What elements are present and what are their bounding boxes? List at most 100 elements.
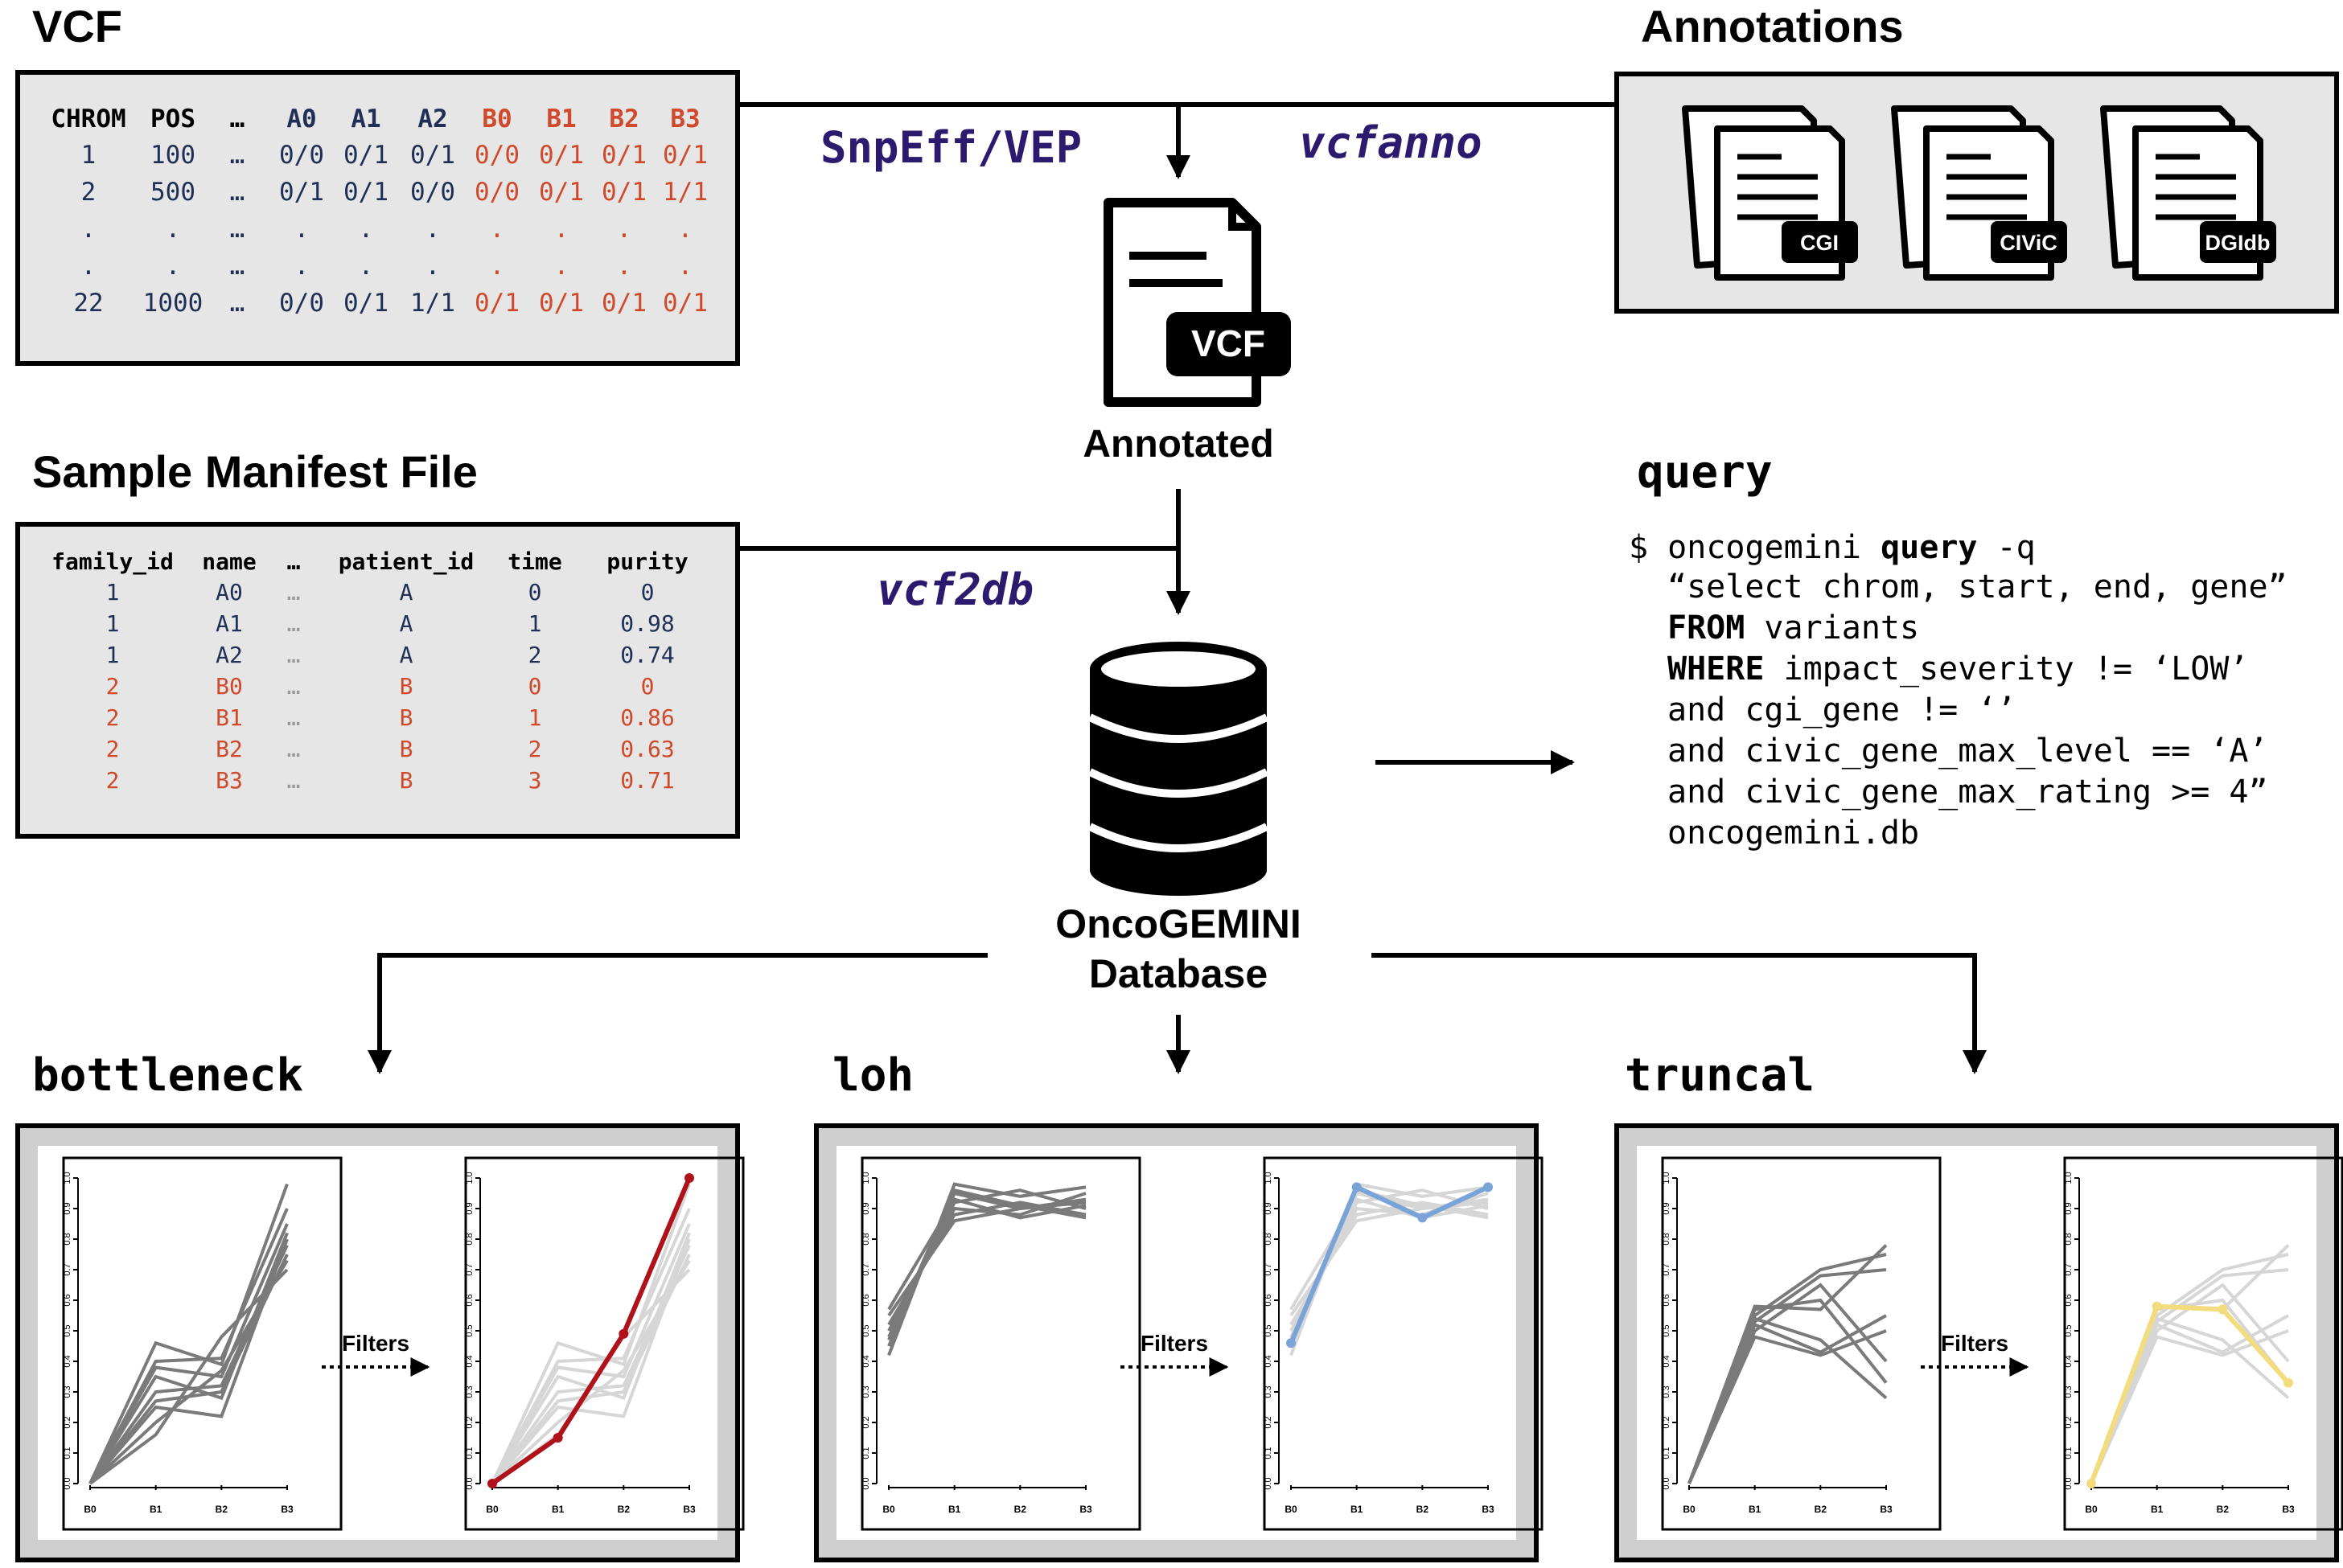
filtered-point [2152,1301,2162,1311]
y-tick-label: 0.1 [63,1447,72,1459]
x-tick-label: B3 [1482,1504,1494,1515]
manifest-cell: A1 [216,610,243,637]
manifest-cell: … [287,579,301,605]
y-tick-label: 0.9 [1264,1202,1273,1214]
bottleneck-panel-border [20,1128,735,1558]
y-tick-label: 0.7 [2064,1263,2074,1275]
y-tick-label: 0.7 [861,1263,871,1275]
vcf-cell: . [617,252,632,281]
vcf-cell: … [230,252,245,281]
database-label-line2: Database [1089,951,1268,996]
manifest-cell: … [287,704,301,731]
vcf-cell: 0/1 [602,289,647,318]
manifest-cell: 0 [641,673,655,700]
vcf-cell: 0/1 [663,289,708,318]
vcf-cell: . [554,215,569,244]
vcf-heading: VCF [32,1,122,51]
manifest-cell: 0 [641,579,655,605]
filtered-point [1417,1213,1428,1223]
x-tick-label: B2 [1416,1504,1429,1515]
filtered-point [487,1479,497,1488]
y-tick-label: 0.2 [1264,1416,1273,1428]
y-tick-label: 0.3 [1264,1385,1273,1398]
vcf-cell: … [230,141,245,170]
query-code-block: $ oncogemini query -q“select chrom, star… [1629,529,2288,852]
y-tick-label: 0.6 [63,1294,72,1306]
vcf-header-cell: POS [150,105,195,133]
filtered-point [2086,1479,2096,1488]
manifest-cell: B0 [216,673,243,700]
x-tick-label: B1 [150,1504,162,1515]
manifest-header-cell: … [287,548,301,575]
filtered-point [2283,1377,2293,1388]
vcf-header-cell: B3 [670,105,700,133]
manifest-cell: 2 [106,673,120,700]
annotation-doc-dgidb: DGIdb [2100,105,2276,281]
y-tick-label: 0.4 [465,1355,475,1367]
y-tick-label: 0.1 [1264,1447,1273,1459]
x-tick-label: B0 [486,1504,499,1515]
vcf-cell: 0/1 [539,289,584,318]
manifest-cell: B [400,673,413,700]
manifest-cell: A0 [216,579,243,605]
manifest-cell: 1 [106,610,120,637]
y-tick-label: 0.1 [2064,1447,2074,1459]
y-tick-label: 0.8 [861,1233,871,1245]
manifest-cell: 2 [106,736,120,762]
vcf-cell: . [678,215,693,244]
vcf-header-cell: A1 [351,105,380,133]
x-tick-label: B3 [1880,1504,1893,1515]
vcf-header-cell: B0 [482,105,512,133]
vcf-header-cell: A0 [286,105,316,133]
manifest-cell: 2 [106,767,120,794]
x-tick-label: B2 [216,1504,228,1515]
y-tick-label: 0.6 [1662,1294,1671,1306]
x-tick-label: B0 [1285,1504,1297,1515]
chart-frame [861,1156,1141,1531]
vcf-cell: … [230,178,245,207]
series-line [88,1259,289,1485]
y-tick-label: 0.3 [2064,1385,2074,1398]
truncal-arrow [1371,953,1987,1074]
manifest-cell: … [287,610,301,637]
manifest-cell: 0.63 [620,736,674,762]
query-line: FROM variants [1667,610,1919,646]
y-tick-label: 0.8 [1662,1233,1671,1245]
y-tick-label: 0.2 [63,1416,72,1428]
vcf2db-label: vcf2db [877,564,1034,615]
vcf-cell: 0/1 [475,289,520,318]
filters-label: Filters [342,1331,409,1356]
vcf-cell: . [81,252,97,281]
y-tick-label: 0.4 [1662,1355,1671,1367]
vcf-cell: 0/1 [279,178,324,207]
query-line: and cgi_gene != ‘’ [1667,692,2016,729]
series-line [491,1238,691,1485]
vcf-cell: 1/1 [410,289,455,318]
query-line: “select chrom, start, end, gene” [1667,569,2288,605]
manifest-cell: 1 [528,610,542,637]
query-heading: query [1637,446,1773,499]
manifest-cell: 2 [528,736,542,762]
vcf-cell: . [294,252,310,281]
y-tick-label: 0.5 [465,1324,475,1336]
vcf-cell: . [617,215,632,244]
series-line [1687,1298,1888,1484]
filtered-series-line [491,1176,692,1486]
manifest-cell: 2 [106,704,120,731]
x-tick-label: B0 [84,1504,97,1515]
vcf-cell: . [425,252,441,281]
vcf-cell: . [359,215,374,244]
vcf-cell: 0/1 [539,178,584,207]
y-tick-label: 0.2 [1662,1416,1671,1428]
y-tick-label: 0.0 [465,1477,475,1489]
filtered-point [684,1173,694,1183]
filtered-point [1286,1338,1296,1348]
y-tick-label: 1.0 [1662,1172,1671,1184]
vcf-cell: 1/1 [663,178,708,207]
vcf-cell: . [359,252,374,281]
annotation-doc-civic: CIViC [1891,105,2067,281]
vcf-cell: . [294,215,310,244]
